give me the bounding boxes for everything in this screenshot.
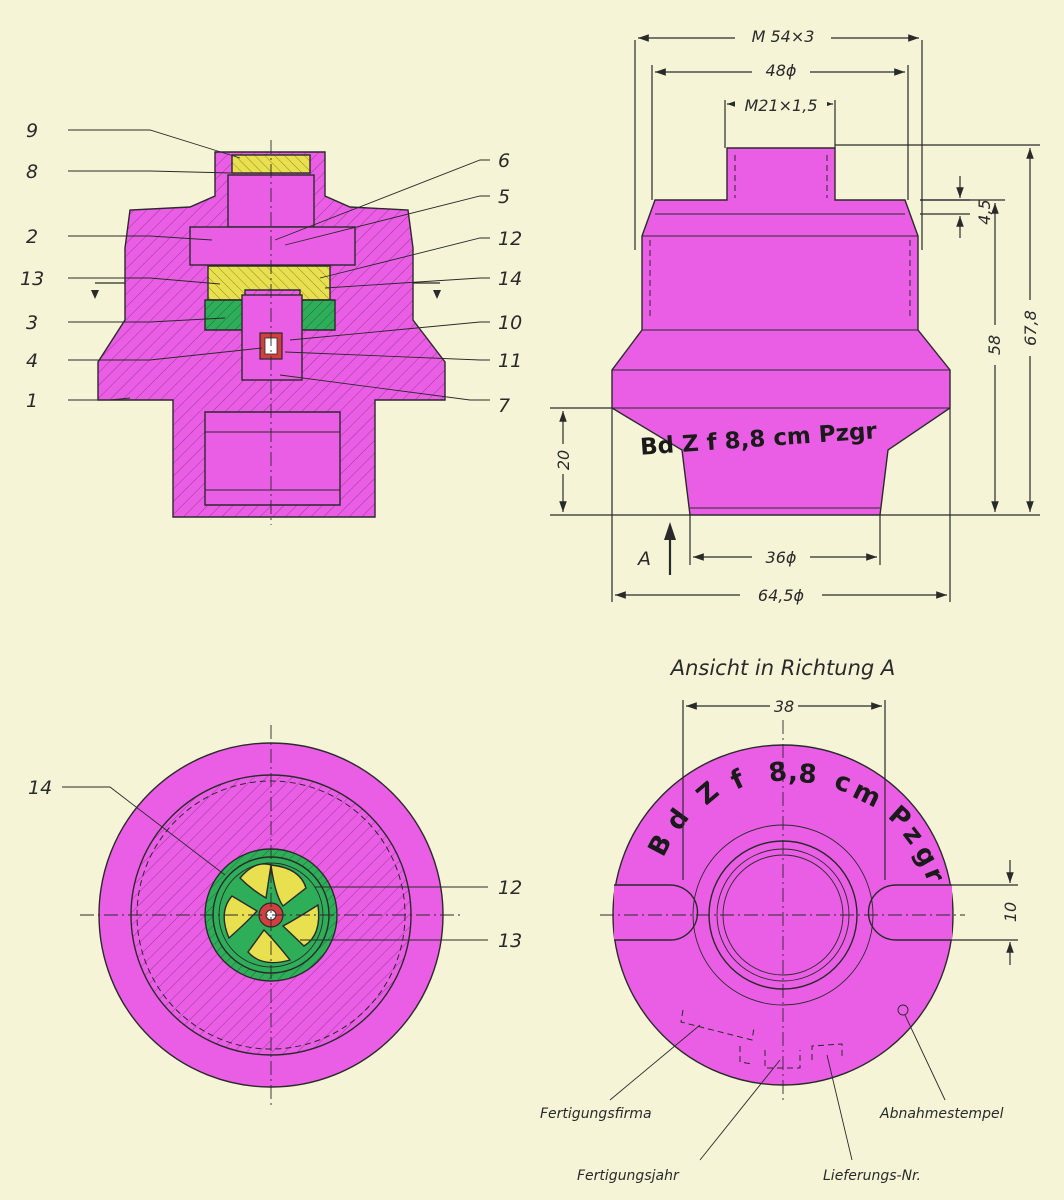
dim-m54x3: M 54×3 (752, 27, 815, 46)
dim-48: 48ϕ (766, 61, 797, 80)
bottom-marking: B d Z f 8 , 8 c m P z g r (643, 757, 951, 887)
label-11: 11 (498, 350, 522, 372)
side-view: Bd Z f 8,8 cm Pzgr M 54×3 48ϕ M21×1,5 4,… (550, 24, 1043, 606)
base-cavity (204, 411, 341, 506)
top-label-14: 14 (28, 777, 52, 799)
view-a-title: Ansicht in Richtung A (669, 656, 896, 680)
slot-left (614, 884, 699, 941)
dim-20: 20 (554, 450, 573, 470)
stem (241, 294, 303, 381)
label-13: 13 (20, 268, 44, 290)
top-view: 14 12 13 (28, 725, 522, 1105)
caption-lieferungs-nr: Lieferungs-Nr. (823, 1168, 921, 1184)
top-label-13: 13 (498, 930, 522, 952)
label-1: 1 (26, 390, 38, 412)
bottom-view: Ansicht in Richtung A B d Z f 8 , 8 c m … (540, 656, 1020, 1184)
label-14: 14 (498, 268, 522, 290)
label-2: 2 (26, 226, 38, 248)
label-3: 3 (26, 312, 38, 334)
fuze-body-side (611, 147, 951, 516)
label-6: 6 (498, 150, 510, 172)
dim-58: 58 (985, 335, 1004, 355)
inner-chamber (189, 226, 356, 266)
dim-64-5: 64,5ϕ (758, 586, 805, 605)
dim-m21x1-5: M21×1,5 (744, 96, 817, 115)
label-9: 9 (26, 120, 38, 142)
label-10: 10 (498, 312, 522, 334)
top-label-12: 12 (498, 877, 522, 899)
marking-char: , (788, 758, 798, 788)
caption-fertigungsfirma: Fertigungsfirma (540, 1106, 652, 1122)
section-view: 9 8 2 13 3 4 1 6 5 12 14 10 11 7 (20, 120, 522, 525)
slot-right (867, 884, 952, 941)
label-7: 7 (498, 395, 510, 417)
view-arrow-a-label: A (636, 548, 651, 570)
label-4: 4 (26, 350, 38, 372)
dim-10: 10 (1001, 902, 1020, 922)
marking-char: 8 (798, 759, 818, 790)
marking-char: 8 (767, 757, 789, 789)
dim-38: 38 (774, 697, 794, 716)
caption-abnahmestempel: Abnahmestempel (879, 1106, 1004, 1122)
stamp-boxes (680, 1009, 843, 1069)
caption-fertigungsjahr: Fertigungsjahr (577, 1168, 680, 1184)
dim-4-5: 4,5 (975, 199, 994, 224)
dim-67-8: 67,8 (1021, 310, 1040, 346)
label-12: 12 (498, 228, 522, 250)
dim-36: 36ϕ (766, 548, 797, 567)
label-8: 8 (26, 161, 38, 183)
label-5: 5 (498, 186, 510, 208)
